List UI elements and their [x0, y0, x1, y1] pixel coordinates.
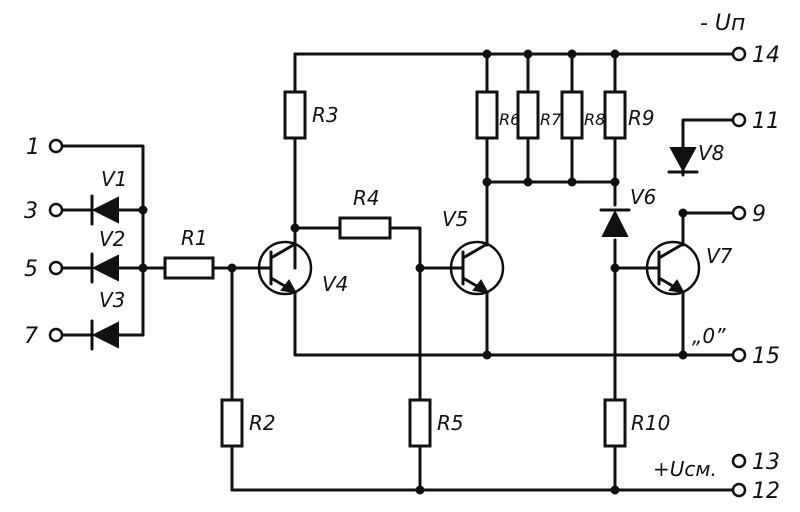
terminal-14: [731, 46, 747, 62]
pin-label-3: 3: [24, 199, 38, 224]
resistor-r3: [283, 90, 307, 140]
resistor-r8: [560, 90, 584, 140]
label-v6: V6: [630, 185, 656, 209]
label-r2: R2: [249, 411, 276, 435]
resistors: [163, 90, 627, 448]
resistor-r6: [475, 90, 499, 140]
diode-v1: [90, 194, 119, 226]
supply-minus-label: - Uп: [700, 11, 745, 36]
wire-r6-r9-bus: [485, 136, 617, 184]
resistor-r7: [516, 90, 540, 140]
diodes: [90, 147, 699, 351]
diode-v2: [90, 252, 119, 284]
label-v4: V4: [322, 272, 348, 296]
terminal-11: [731, 112, 747, 128]
diode-v6: [599, 208, 631, 237]
labels: 1 3 5 7 14 11 9 15 13 12 - Uп +Uсм. „0” …: [24, 11, 780, 504]
resistor-r5: [408, 398, 432, 448]
label-r9: R9: [628, 106, 655, 130]
pin-label-7: 7: [24, 324, 38, 349]
label-v5: V5: [442, 207, 468, 231]
pin-label-12: 12: [752, 479, 780, 504]
wire-v7-collector-v8: [681, 118, 735, 247]
label-r1: R1: [181, 226, 208, 250]
wire-r6-r9-top: [485, 52, 617, 94]
label-v3: V3: [99, 288, 125, 312]
pin-label-5: 5: [24, 257, 38, 282]
terminal-13: [731, 453, 747, 469]
junctions: [138, 49, 688, 495]
pin-label-11: 11: [752, 109, 780, 134]
pin-label-14: 14: [752, 43, 780, 68]
transistor-v4: [257, 240, 313, 296]
diode-v3: [90, 319, 119, 351]
label-r3: R3: [312, 103, 339, 127]
terminal-15: [731, 347, 747, 363]
pin-label-13: 13: [752, 450, 780, 475]
label-v7: V7: [706, 244, 733, 268]
terminal-7: [48, 327, 64, 343]
terminals: [48, 46, 747, 498]
supply-plus-label: +Uсм.: [653, 457, 717, 481]
transistor-v7: [645, 240, 701, 296]
label-v1: V1: [101, 167, 127, 191]
resistor-r10: [603, 398, 627, 448]
wire-r4: [293, 226, 422, 270]
resistor-r9: [603, 90, 627, 140]
terminal-9: [731, 205, 747, 221]
terminal-5: [48, 260, 64, 276]
diode-v8: [667, 147, 699, 174]
label-r5: R5: [437, 411, 464, 435]
transistors: [257, 240, 701, 296]
label-r8: R8: [584, 110, 605, 129]
terminal-12: [731, 482, 747, 498]
label-r4: R4: [353, 186, 380, 210]
pin-label-1: 1: [26, 135, 40, 160]
resistor-r1: [163, 256, 215, 280]
label-v8: V8: [698, 141, 724, 165]
ground-label: „0”: [692, 324, 726, 348]
pin-label-15: 15: [752, 344, 780, 369]
pin-label-9: 9: [752, 202, 766, 227]
resistor-r2: [220, 398, 244, 448]
label-r6: R6: [499, 110, 520, 129]
label-v2: V2: [99, 227, 125, 251]
label-r7: R7: [540, 110, 562, 129]
transistor-v5: [449, 240, 505, 296]
terminal-1: [48, 138, 64, 154]
resistor-r4: [338, 216, 392, 240]
terminal-3: [48, 202, 64, 218]
label-r10: R10: [631, 411, 670, 435]
